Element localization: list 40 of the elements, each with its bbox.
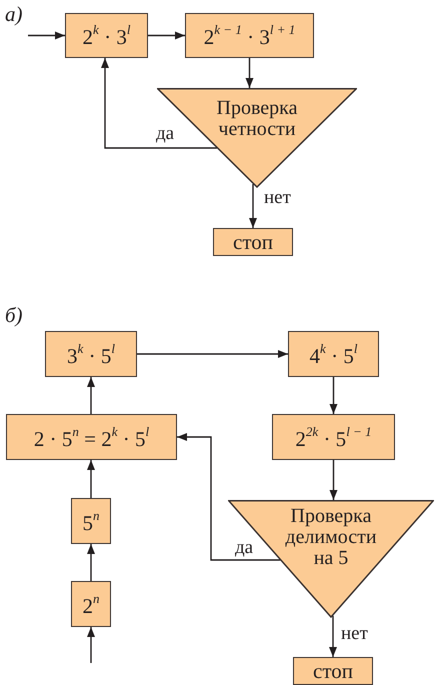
- process-box: [45, 331, 137, 377]
- process-box: [185, 13, 314, 58]
- arrow: [137, 350, 288, 358]
- decision-triangle: [228, 500, 434, 618]
- arrow: [246, 58, 254, 88]
- process-box: [65, 13, 148, 58]
- arrow: [87, 377, 95, 414]
- expression-text: 2$^{k − 1}$ · 3$^{l + 1}$: [204, 23, 296, 48]
- arrow: [87, 544, 95, 581]
- process-box: [288, 331, 379, 377]
- panel-label: б): [5, 303, 23, 328]
- process-box: [71, 498, 111, 544]
- expression-text: 2 · 5$^{n}$ = 2$^{k}$ · 5$^{l}$: [34, 424, 150, 450]
- process-box: [293, 657, 373, 685]
- condition-text: Проверка делимости на 5: [284, 506, 378, 569]
- expression-text: 3$^{k}$ · 5$^{l}$: [67, 342, 115, 366]
- arrow: [330, 460, 338, 500]
- condition-text: Проверка четности: [216, 98, 298, 140]
- arrow: [329, 616, 337, 657]
- arrow: [249, 184, 257, 228]
- arrow: [87, 460, 95, 498]
- decision-triangle: [157, 88, 357, 188]
- arrow: [101, 58, 217, 149]
- process-box: [71, 581, 111, 627]
- expression-text: 2$^{2k}$ · 5$^{l − 1}$: [295, 424, 372, 450]
- expression-text: 5$^{n}$: [82, 508, 100, 534]
- process-box: [272, 414, 395, 460]
- arrow: [28, 32, 65, 40]
- arrow: [330, 377, 338, 414]
- panel-label: а): [5, 2, 22, 27]
- process-box: [213, 228, 293, 256]
- expression-text: 2$^{n}$: [82, 592, 100, 616]
- arrow: [148, 32, 185, 40]
- expression-text: 4$^{k}$ · 5$^{l}$: [310, 342, 358, 366]
- arrow: [177, 433, 280, 561]
- expression-text: стоп: [233, 232, 273, 252]
- expression-text: 2$^{k}$ · 3$^{l}$: [82, 23, 130, 48]
- process-box: [6, 414, 177, 460]
- expression-text: стоп: [313, 660, 353, 682]
- arrow: [87, 627, 95, 663]
